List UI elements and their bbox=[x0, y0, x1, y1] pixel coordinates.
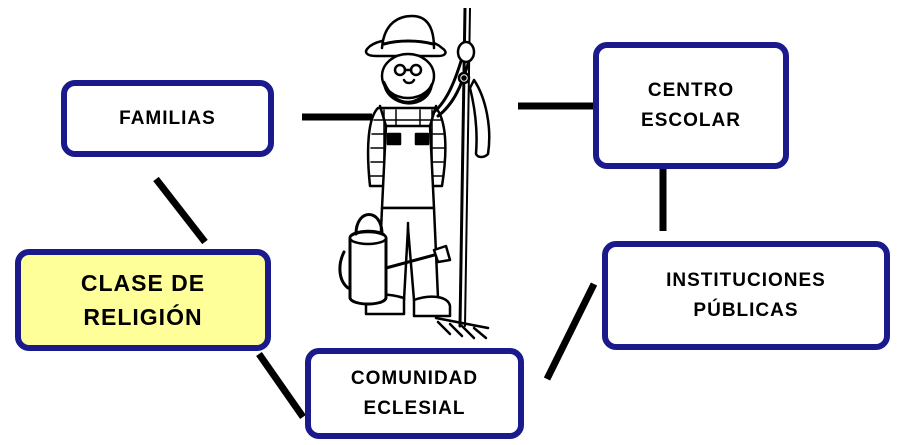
node-familias: FAMILIAS bbox=[61, 80, 274, 157]
link-instituciones-comunidad bbox=[543, 282, 598, 381]
node-comunidad-eclesial-label: COMUNIDAD ECLESIAL bbox=[350, 367, 479, 419]
node-comunidad-eclesial: COMUNIDAD ECLESIAL bbox=[305, 348, 524, 439]
node-centro-escolar-label: CENTRO ESCOLAR bbox=[641, 79, 741, 131]
node-instituciones-publicas: INSTITUCIONES PÚBLICAS bbox=[602, 241, 890, 350]
link-familias-clase bbox=[153, 176, 208, 245]
node-clase-religion-label: CLASE DE RELIGIÓN bbox=[80, 270, 206, 330]
link-clase-comunidad bbox=[256, 351, 306, 420]
farmer-illustration bbox=[338, 8, 491, 340]
node-clase-religion: CLASE DE RELIGIÓN bbox=[15, 249, 271, 351]
node-instituciones-publicas-label: INSTITUCIONES PÚBLICAS bbox=[666, 269, 826, 321]
node-centro-escolar: CENTRO ESCOLAR bbox=[593, 42, 789, 169]
node-familias-label: FAMILIAS bbox=[119, 107, 216, 129]
